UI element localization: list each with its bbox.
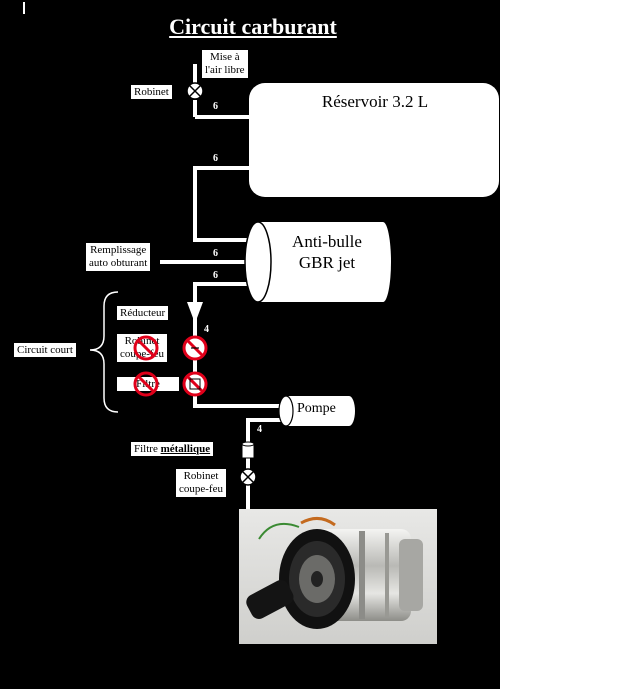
mise-air-label-line1: Mise à	[209, 51, 240, 63]
pipe-size-tank-to-bubble: 6	[213, 153, 218, 164]
robinet-bottom-label-line1: Robinet	[183, 470, 219, 482]
robinet-top-valve-icon	[186, 82, 204, 100]
to-pump-pipe	[193, 396, 282, 408]
prohibited-overlay-icon	[133, 371, 159, 397]
tank-to-bubble-pipe	[193, 166, 250, 242]
fuel-pipes	[160, 64, 282, 512]
pipe-size-fill-line: 6	[213, 248, 218, 259]
pompe-cylinder	[278, 395, 355, 427]
antibulle-label-line1: Anti-bulle	[292, 232, 362, 251]
bubble-out-pipe	[193, 282, 250, 302]
prohibited-overlay-icon	[133, 335, 159, 361]
circuit-court-bracket	[89, 291, 119, 413]
reservoir-label: Réservoir 3.2 L	[321, 92, 429, 111]
prohibited-filter-icon	[182, 371, 208, 397]
circuit-court-label: Circuit court	[14, 343, 76, 357]
filtre-metallique-bold: métallique	[160, 443, 211, 455]
pump-out-pipe	[246, 418, 282, 444]
antibulle-label-line2: GBR jet	[298, 253, 356, 272]
reducteur-label: Réducteur	[117, 306, 169, 320]
filtre-metallique-label: Filtre métallique	[131, 442, 214, 456]
pipe-size-after-reducer: 4	[204, 324, 209, 335]
robinet-bottom-label-line2: coupe-feu	[179, 483, 223, 495]
remplissage-label: Remplissage auto obturant	[86, 243, 151, 271]
text-cursor	[23, 2, 25, 14]
metal-filter-icon	[241, 441, 255, 459]
reservoir-tank	[249, 83, 499, 197]
pipe-size-bubble-out: 6	[213, 270, 218, 281]
robinet-bottom-label: Robinet coupe-feu	[176, 469, 226, 497]
antibulle-cylinder	[244, 221, 391, 303]
remplissage-label-line2: auto obturant	[89, 257, 148, 269]
remplissage-label-line1: Remplissage	[90, 244, 147, 256]
antibulle-label: Anti-bulle GBR jet	[272, 231, 382, 273]
turbine-engine-photo	[239, 509, 437, 644]
diagram-title: Circuit carburant	[169, 14, 337, 39]
pompe-label: Pompe	[297, 401, 336, 416]
filtre-metallique-prefix: Filtre	[134, 443, 161, 455]
pipe-size-tank-vent: 6	[213, 101, 218, 112]
pipe-size-pump-out: 4	[257, 424, 262, 435]
robinet-bottom-valve-icon	[239, 468, 257, 486]
mise-air-label: Mise à l'air libre	[202, 50, 248, 78]
robinet-top-label: Robinet	[131, 85, 172, 99]
prohibited-valve-icon	[182, 335, 208, 361]
reducer-icon	[187, 302, 203, 318]
mise-air-label-line2: l'air libre	[205, 64, 245, 76]
